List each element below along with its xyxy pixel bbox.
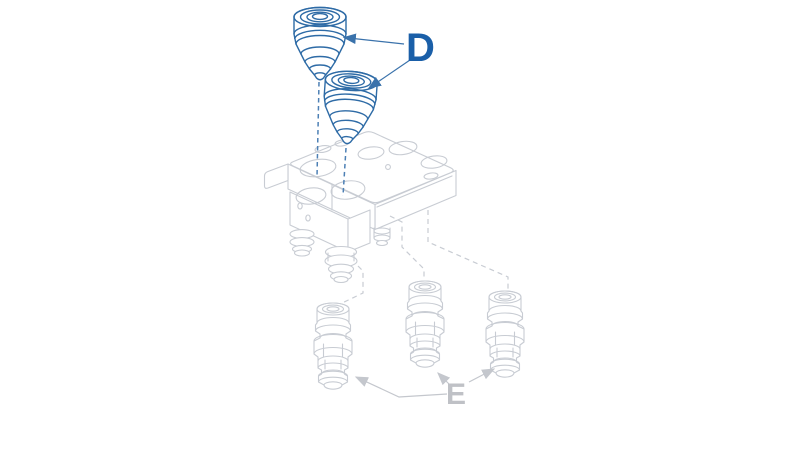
assembly-axis-dashed-line-2 (342, 147, 347, 197)
manifold-chamfer-line (376, 175, 453, 208)
manifold-sub-block-side (347, 209, 371, 253)
cartridge-valve-1 (313, 302, 353, 390)
coupler-plug-1 (293, 6, 347, 81)
valve-position-dashed-line-1 (337, 265, 364, 306)
manifold-top-face (290, 131, 454, 204)
label-e-arrow-2 (437, 372, 451, 386)
label-e: E (446, 378, 466, 411)
label-e-arrow-3 (468, 368, 496, 383)
port-stem-2 (324, 245, 358, 284)
manifold-mounting-lug (263, 163, 289, 189)
cartridge-valve-2 (405, 280, 445, 368)
port-stem-3 (373, 227, 391, 247)
manifold-block (263, 131, 457, 284)
label-e-arrow-1 (354, 376, 448, 398)
sub-block-screw-hole (305, 214, 311, 222)
valve-position-dashed-line-3 (427, 210, 509, 290)
cartridge-valve-3 (485, 290, 525, 378)
manifold-port-holes (295, 139, 448, 205)
valve-position-dashed-line-2 (389, 215, 425, 281)
label-d: D (406, 26, 435, 70)
label-d-arrow-1 (342, 33, 405, 45)
label-d-arrow-2 (367, 59, 411, 89)
port-stem-1 (289, 229, 315, 257)
